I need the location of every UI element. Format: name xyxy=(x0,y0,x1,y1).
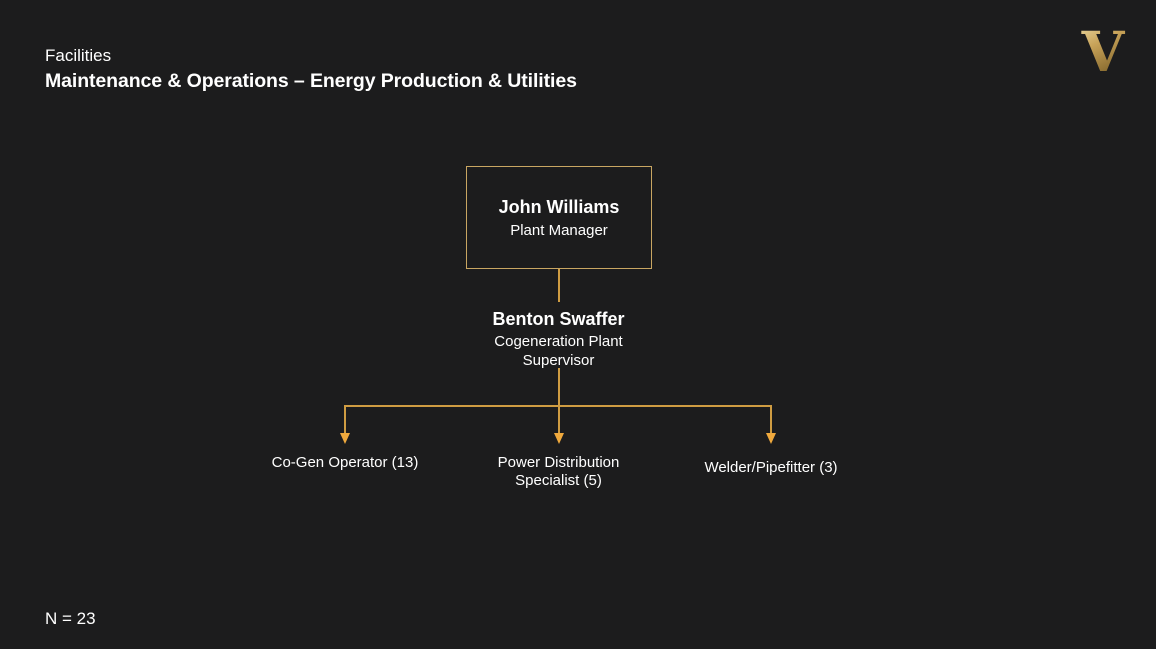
person-name: Benton Swaffer xyxy=(492,309,625,329)
branch-drop-left xyxy=(344,405,346,434)
person-title: Cogeneration Plant Supervisor xyxy=(494,333,623,369)
arrow-down-icon xyxy=(340,433,350,444)
org-node-supervisor: Benton Swaffer Cogeneration Plant Superv… xyxy=(483,308,634,370)
logo-v-glyph: V xyxy=(1081,28,1126,74)
org-leaf-cogen-operator: Co-Gen Operator (13) xyxy=(271,454,419,471)
person-name: John Williams xyxy=(498,196,620,217)
headcount-label: N = 23 xyxy=(45,609,96,628)
branch-drop-middle xyxy=(558,405,560,434)
arrow-down-icon xyxy=(766,433,776,444)
person-title: Plant Manager xyxy=(510,221,608,239)
arrow-down-icon xyxy=(554,433,564,444)
org-leaf-power-distribution-specialist: Power Distribution Specialist (5) xyxy=(497,454,620,489)
branch-drop-right xyxy=(770,405,772,434)
org-node-plant-manager: John Williams Plant Manager xyxy=(466,166,652,269)
connector-root-to-supervisor xyxy=(558,269,560,302)
slide-title: Maintenance & Operations – Energy Produc… xyxy=(45,70,577,92)
connector-supervisor-to-branch xyxy=(558,368,560,406)
org-leaf-welder-pipefitter: Welder/Pipefitter (3) xyxy=(704,459,838,476)
slide-header: Facilities Maintenance & Operations – En… xyxy=(45,44,577,94)
department-label: Facilities xyxy=(45,46,112,65)
vanderbilt-v-logo: V xyxy=(1081,28,1126,74)
